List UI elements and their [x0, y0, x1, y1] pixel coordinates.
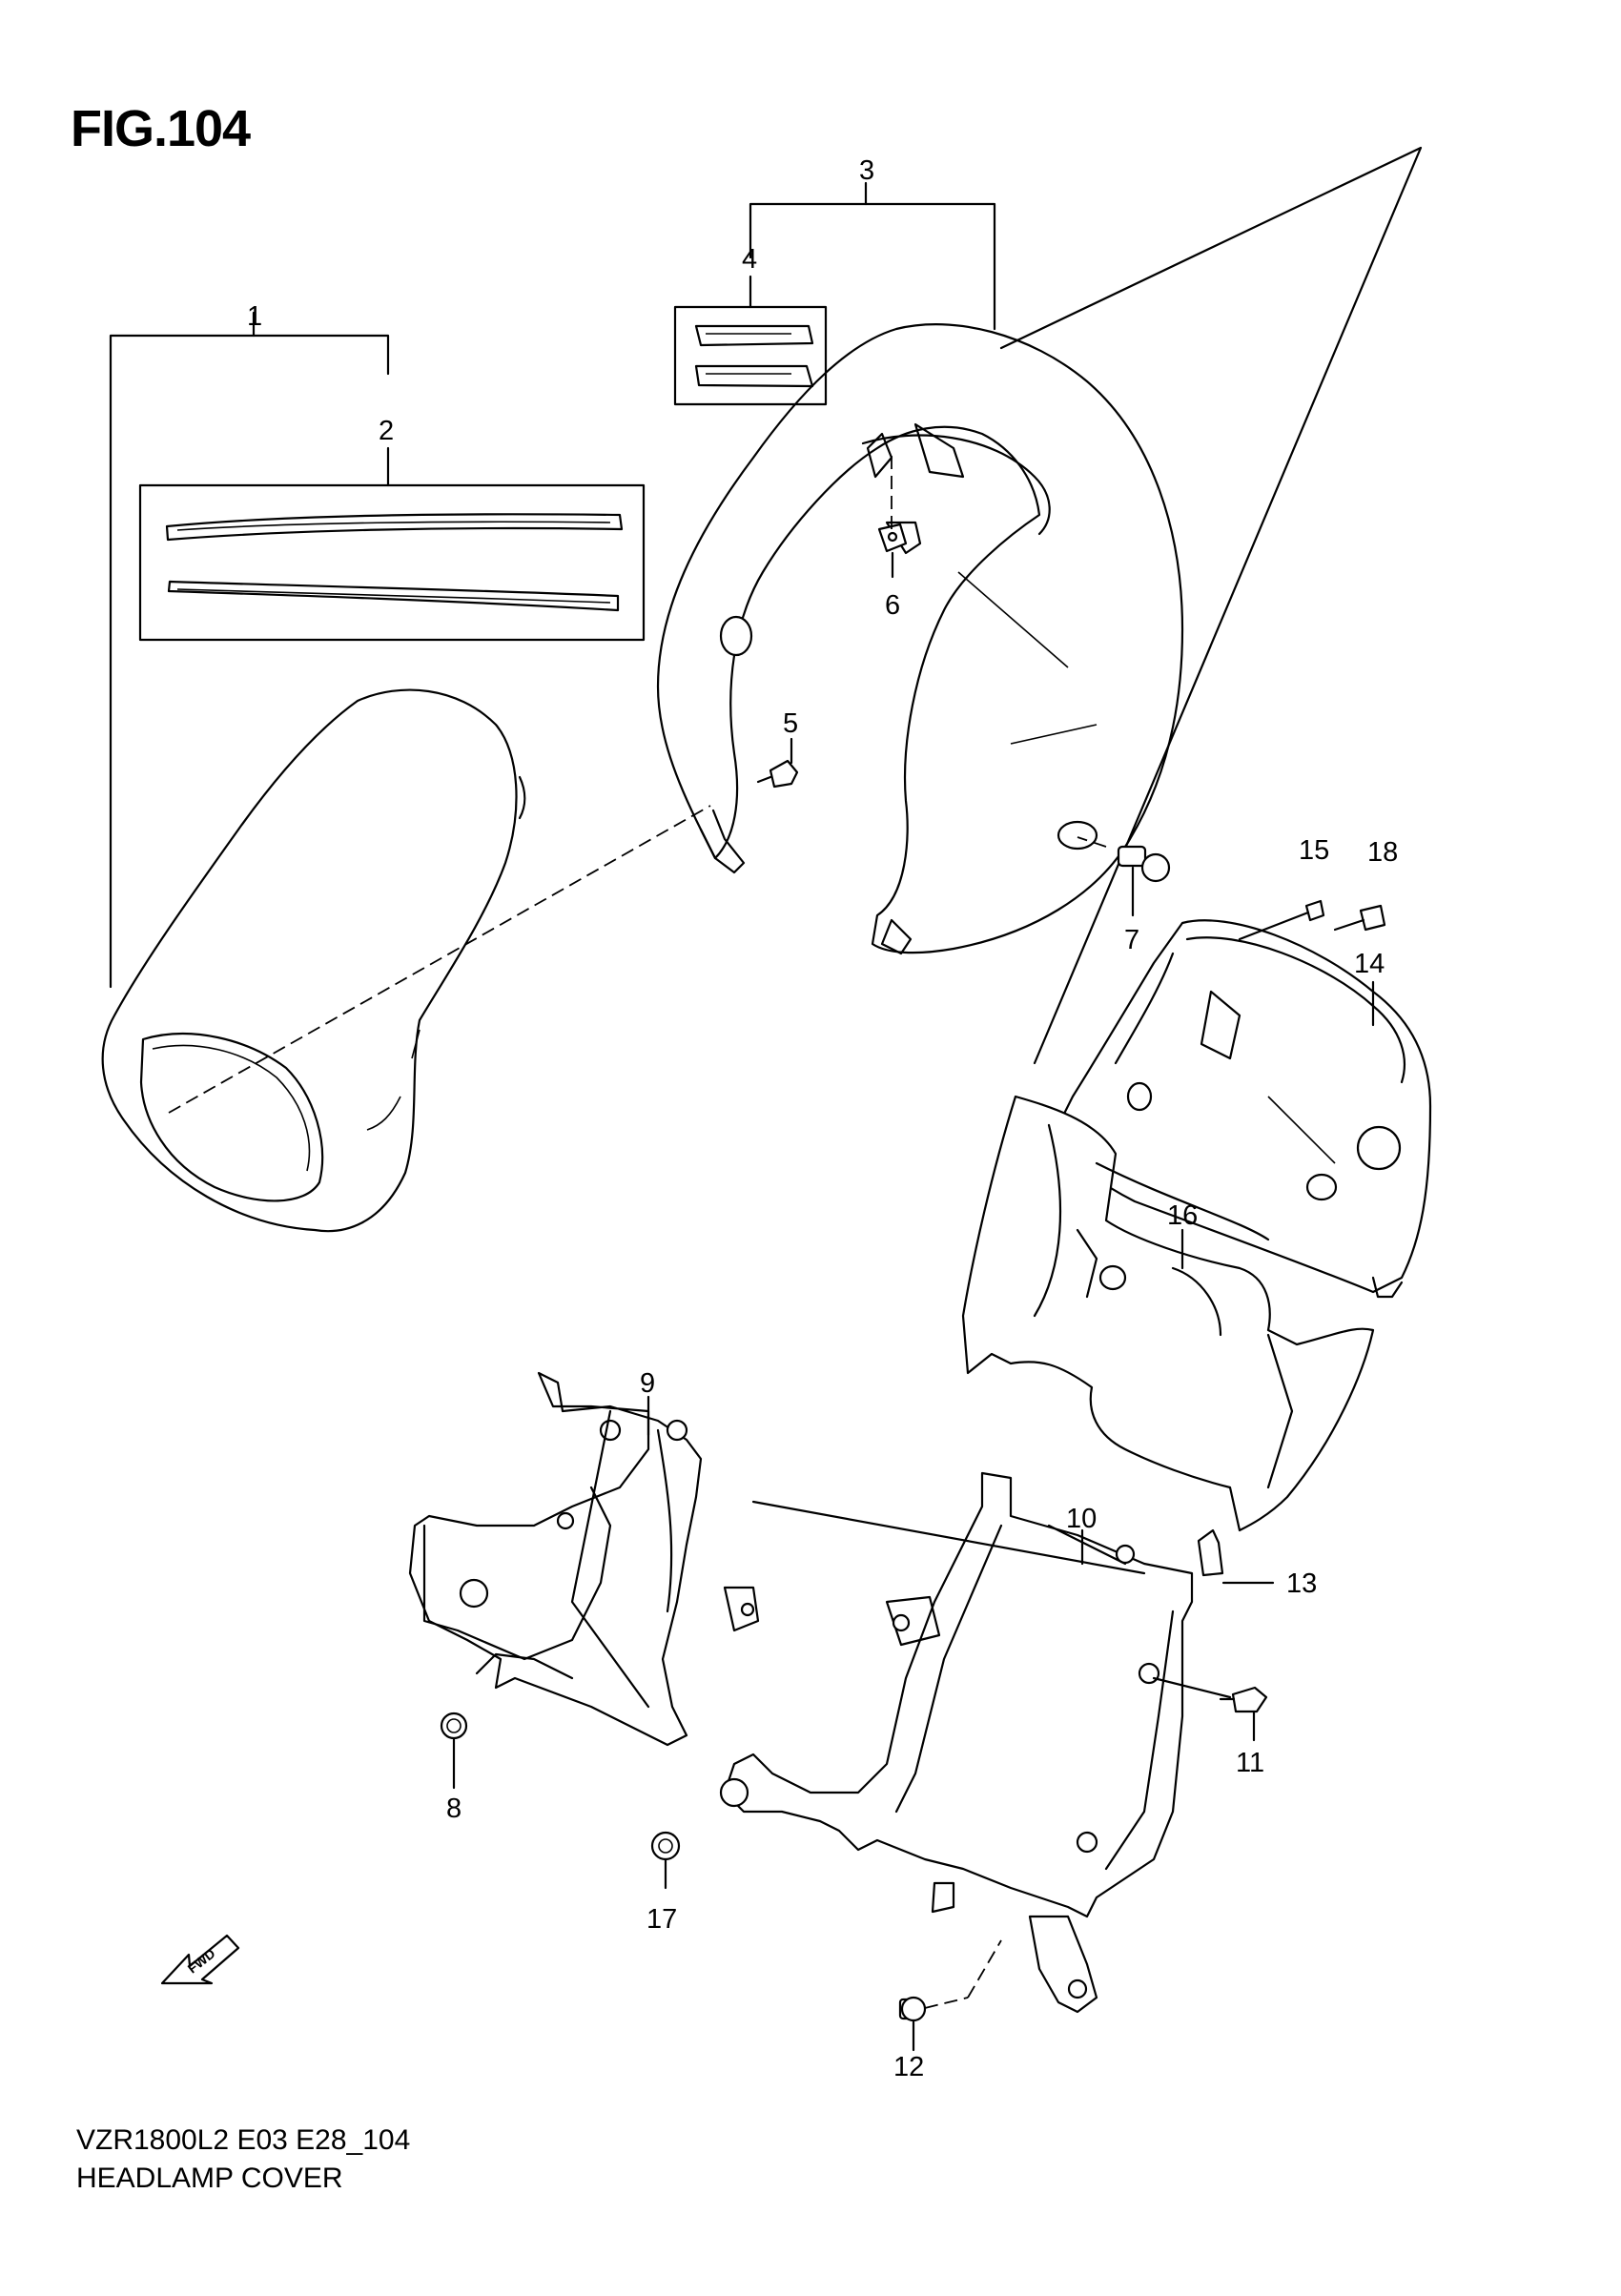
- figure-description: HEADLAMP COVER: [76, 2163, 343, 2194]
- figure-title: FIG.104: [71, 100, 251, 157]
- callout-13: 13: [1286, 1568, 1317, 1599]
- callout-7: 7: [1124, 925, 1139, 955]
- guide-9-10: [751, 1500, 1146, 1575]
- guide-12: [967, 1939, 1002, 1999]
- callout-5: 5: [783, 708, 798, 739]
- callout-10: 10: [1066, 1504, 1097, 1534]
- guide-14-18: [1333, 918, 1365, 932]
- callout-4: 4: [742, 244, 757, 275]
- nut-6: [877, 523, 908, 553]
- emblem-set: [673, 305, 828, 406]
- clip-13: [1197, 1528, 1224, 1577]
- assembly-outline-triangle: [999, 146, 1423, 1065]
- bolt-11: [1219, 1686, 1268, 1713]
- grommet-8: [440, 1712, 468, 1740]
- callout-16: 16: [1167, 1200, 1198, 1231]
- guide-12b: [924, 1997, 969, 2009]
- headlamp-cover-outer: [101, 688, 526, 1233]
- bracket-left: [408, 1371, 760, 1747]
- inner-meter-cover: [961, 1095, 1375, 1532]
- callout-3: 3: [859, 155, 874, 186]
- bolt-12: [898, 1996, 927, 2022]
- bracket-right: [719, 1471, 1194, 2014]
- headlamp-cover-cowl: [656, 323, 1184, 955]
- emblem-strips: [138, 483, 646, 642]
- callout-12: 12: [893, 2052, 924, 2082]
- callout-18: 18: [1367, 837, 1398, 868]
- guide-11: [1152, 1676, 1232, 1699]
- callout-14: 14: [1354, 949, 1385, 979]
- meter-cover: [1052, 919, 1432, 1299]
- screw-5: [756, 759, 799, 789]
- group-bracket-3: [749, 202, 996, 331]
- guide-7: [1077, 836, 1107, 848]
- callout-17: 17: [646, 1904, 677, 1935]
- callout-1: 1: [247, 301, 262, 332]
- callout-2: 2: [379, 416, 394, 446]
- callout-11: 11: [1236, 1748, 1264, 1778]
- grommet-17: [650, 1831, 681, 1861]
- group-bracket-1: [109, 334, 390, 989]
- screw-7: [1117, 845, 1171, 883]
- callout-9: 9: [640, 1368, 655, 1399]
- callout-15: 15: [1299, 835, 1329, 866]
- model-code: VZR1800L2 E03 E28_104: [76, 2124, 411, 2156]
- nut-15: [1304, 899, 1325, 922]
- nut-18: [1359, 904, 1386, 932]
- guide-14-15: [1238, 911, 1310, 941]
- fwd-arrow-icon: FWD: [160, 1934, 240, 1985]
- callout-6: 6: [885, 590, 900, 621]
- guide-1-5: [168, 805, 711, 1114]
- callout-8: 8: [446, 1794, 462, 1824]
